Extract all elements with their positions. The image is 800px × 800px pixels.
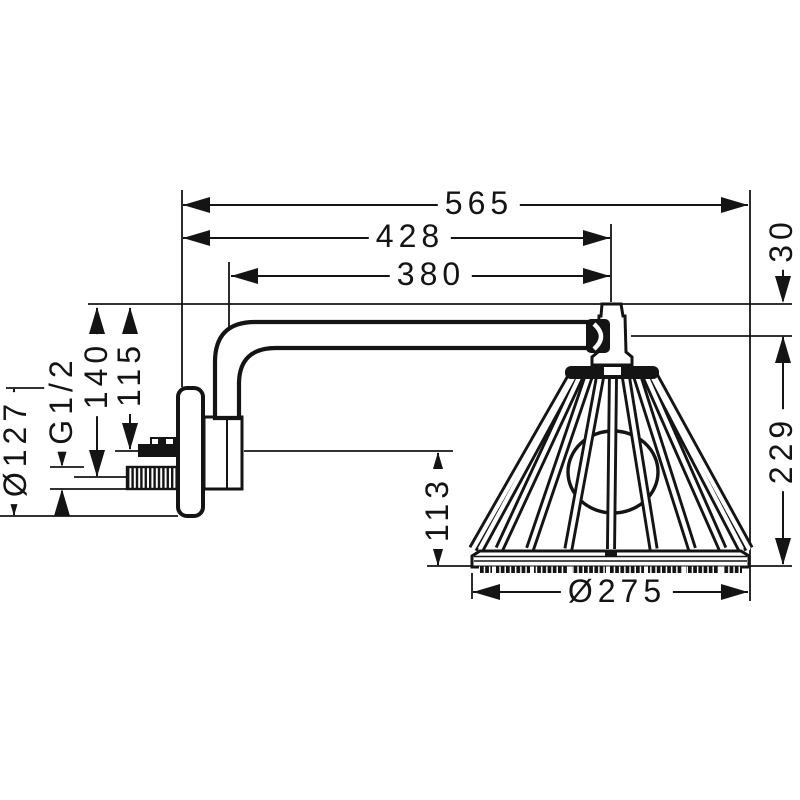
arrow-380-right bbox=[583, 268, 610, 284]
product-drawing bbox=[125, 302, 754, 573]
dim-label-thread-size: G1/2 bbox=[43, 348, 80, 452]
arrow-275-left bbox=[473, 584, 500, 600]
cage-hub bbox=[565, 366, 659, 379]
wall-plate bbox=[176, 386, 205, 518]
arrow-140-down bbox=[89, 450, 105, 477]
arrow-229-up bbox=[775, 336, 791, 363]
dim-label-head-depth: 113 bbox=[419, 468, 456, 550]
dim-label-top-offset: 30 bbox=[763, 210, 800, 270]
dim-label-head-height: 229 bbox=[763, 408, 800, 492]
arrow-565-left bbox=[183, 197, 210, 213]
arrow-428-left bbox=[183, 230, 210, 246]
dim-label-arm-length: 380 bbox=[389, 257, 473, 293]
nozzle-strip bbox=[479, 566, 742, 573]
dim-label-wall-drop-inner: 115 bbox=[111, 333, 148, 415]
dim-label-head-diameter: Ø275 bbox=[560, 574, 674, 610]
arrow-140-up bbox=[89, 307, 105, 334]
arrow-380-left bbox=[231, 268, 258, 284]
rib-joints bbox=[471, 543, 751, 551]
arrow-115-down bbox=[122, 423, 138, 450]
arrow-115-up bbox=[122, 307, 138, 334]
arrow-229-down bbox=[775, 538, 791, 565]
spray-rim bbox=[470, 549, 751, 573]
dim-label-wall-drop-outer: 140 bbox=[78, 333, 115, 417]
check-valve bbox=[138, 437, 178, 457]
cage-ribs bbox=[468, 371, 754, 552]
thread-fitting bbox=[125, 465, 179, 491]
rim-center-mark bbox=[605, 550, 617, 556]
dim-label-total-width: 565 bbox=[437, 186, 521, 222]
arm-mount-block bbox=[202, 415, 244, 491]
arrow-275-right bbox=[721, 584, 748, 600]
arrow-428-right bbox=[583, 230, 610, 246]
dim-label-escutcheon-diameter: Ø127 bbox=[0, 391, 34, 505]
ball-joint bbox=[586, 319, 610, 353]
arrow-g12-up bbox=[54, 489, 70, 516]
arrow-565-right bbox=[721, 197, 748, 213]
extension-lines bbox=[0, 190, 792, 601]
dim-label-wall-to-head-axis: 428 bbox=[368, 219, 452, 255]
arrow-30-down bbox=[775, 276, 791, 303]
shower-arm bbox=[212, 319, 604, 421]
